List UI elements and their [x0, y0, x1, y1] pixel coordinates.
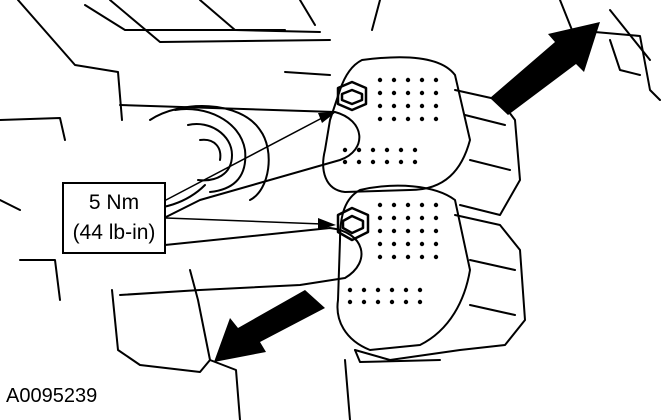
connector-pin — [405, 77, 411, 83]
connector-pin — [433, 254, 439, 260]
connector-pin — [375, 287, 381, 293]
connector-pin — [389, 287, 395, 293]
connector-pin — [391, 77, 397, 83]
connector-pin — [419, 77, 425, 83]
connector-pin — [391, 90, 397, 96]
connector-pin — [347, 299, 353, 305]
figure-reference-code: A0095239 — [6, 385, 98, 407]
connector-pin — [370, 147, 376, 153]
connector-pin — [405, 103, 411, 109]
connector-pin — [433, 116, 439, 122]
connector-pin — [391, 103, 397, 109]
leader-lines — [165, 117, 323, 225]
connector-pin — [412, 147, 418, 153]
leader-arrowheads — [318, 112, 336, 230]
connector-pin — [433, 103, 439, 109]
connector-pin — [377, 228, 383, 234]
connector-pin — [433, 228, 439, 234]
connector-pin — [433, 77, 439, 83]
connector-pin — [433, 241, 439, 247]
connector-pin — [375, 299, 381, 305]
connector-pin — [419, 116, 425, 122]
connector-pin — [405, 90, 411, 96]
connector-pin — [391, 116, 397, 122]
connector-pin — [405, 254, 411, 260]
lower-left-arrow — [214, 290, 325, 362]
connector-pin — [433, 215, 439, 221]
connector-pin — [384, 159, 390, 165]
connector-pin — [419, 254, 425, 260]
connector-pin — [405, 241, 411, 247]
connector-pin — [405, 202, 411, 208]
connector-pin — [361, 299, 367, 305]
connector-pin — [342, 147, 348, 153]
connector-pin — [398, 159, 404, 165]
connector-pin — [391, 215, 397, 221]
connector-pin — [405, 116, 411, 122]
connector-pin — [356, 159, 362, 165]
connector-pin — [412, 159, 418, 165]
connector-pin — [391, 254, 397, 260]
connector-pin — [377, 103, 383, 109]
connector-pin — [419, 103, 425, 109]
lower-connector — [336, 184, 526, 363]
connector-pin — [377, 77, 383, 83]
connector-pin — [384, 147, 390, 153]
connector-pin — [405, 215, 411, 221]
connector-pin — [377, 215, 383, 221]
connector-pin — [417, 299, 423, 305]
connector-pin — [389, 299, 395, 305]
connector-pin — [417, 287, 423, 293]
connector-pin — [361, 287, 367, 293]
torque-metric-label: 5 Nm — [88, 191, 140, 214]
connector-pin — [391, 228, 397, 234]
connector-pin — [419, 90, 425, 96]
connector-pin — [347, 287, 353, 293]
connector-pin — [419, 215, 425, 221]
wire-harness — [119, 71, 363, 296]
connector-pins — [342, 77, 439, 305]
connector-pin — [419, 241, 425, 247]
connector-pin — [377, 241, 383, 247]
torque-imperial-label: (44 lb-in) — [72, 221, 156, 244]
connector-pin — [391, 202, 397, 208]
connector-pin — [433, 90, 439, 96]
connector-pin — [342, 159, 348, 165]
connector-pin — [377, 90, 383, 96]
connector-pin — [403, 287, 409, 293]
upper-connector-bolt — [336, 80, 368, 112]
connector-pin — [370, 159, 376, 165]
connector-pin — [419, 228, 425, 234]
connector-pin — [433, 202, 439, 208]
connector-pin — [403, 299, 409, 305]
connector-pin — [419, 202, 425, 208]
connector-pin — [377, 116, 383, 122]
upper-right-arrow — [490, 22, 600, 115]
connector-pin — [377, 202, 383, 208]
connector-pin — [356, 147, 362, 153]
lower-connector-bolt — [336, 206, 370, 242]
connector-pin — [405, 228, 411, 234]
connector-pin — [391, 241, 397, 247]
connector-pin — [398, 147, 404, 153]
connector-pin — [377, 254, 383, 260]
torque-callout: 5 Nm (44 lb-in) — [62, 182, 166, 254]
